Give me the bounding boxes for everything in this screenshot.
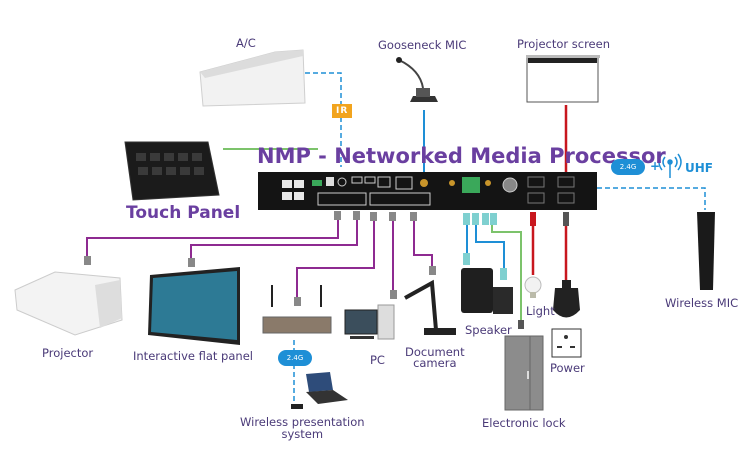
connector	[429, 266, 436, 275]
gooseneck-mic-device	[396, 57, 438, 102]
light-bulb-device	[524, 276, 542, 298]
projector-wire	[86, 215, 339, 258]
projector-screen-device	[526, 55, 600, 103]
connector	[370, 212, 377, 221]
doc-cam-line2: camera	[413, 356, 457, 370]
connector	[188, 258, 195, 267]
wps-label-line1: Wireless presentation	[240, 415, 365, 429]
ac-label: A/C	[236, 36, 256, 50]
connector	[463, 213, 470, 225]
wps-label-line2: system	[281, 427, 324, 441]
speaker-label: Speaker	[465, 323, 512, 337]
connector	[530, 212, 536, 226]
connector	[334, 211, 341, 220]
document-camera-device	[404, 279, 456, 335]
antenna-icon	[658, 153, 682, 178]
lock-wire	[491, 225, 522, 323]
speaker-device	[461, 268, 513, 314]
connector	[563, 212, 569, 226]
ac-unit	[199, 49, 306, 107]
electronic-lock-device	[504, 335, 544, 411]
connector	[472, 213, 479, 225]
wps-cloud-badge: 2.4G	[278, 350, 312, 366]
projector-screen-label: Projector screen	[517, 37, 610, 51]
connector	[500, 268, 507, 280]
pc-label: PC	[370, 353, 385, 367]
light-label: Light	[526, 304, 555, 318]
wps-receiver-device	[262, 285, 332, 334]
connectors	[84, 211, 569, 329]
document-camera-label: Document camera	[405, 345, 465, 370]
uhf-label: UHF	[685, 161, 713, 175]
connector	[353, 211, 360, 220]
projector-label: Projector	[42, 346, 94, 360]
wireless-mic-label: Wireless MIC	[665, 296, 739, 310]
wireless-box-wire	[296, 218, 375, 300]
connector	[389, 212, 396, 221]
connector	[410, 212, 417, 221]
laptop-device	[291, 372, 348, 409]
power-label: Power	[550, 361, 585, 375]
audio-connectors	[463, 213, 507, 280]
connector	[84, 256, 91, 265]
touch-panel-label: Touch Panel	[126, 203, 241, 223]
projector-device	[14, 271, 123, 336]
connector	[390, 290, 397, 299]
ir-wire	[305, 72, 342, 167]
connector	[294, 297, 301, 306]
gooseneck-label: Gooseneck MIC	[378, 38, 467, 52]
flat-panel-label: Interactive flat panel	[133, 349, 253, 363]
touch-panel-device	[124, 141, 220, 201]
connector	[463, 253, 470, 265]
pc-device	[344, 304, 395, 340]
connector	[490, 213, 497, 225]
doc-cam-wire	[413, 218, 433, 268]
connector	[482, 213, 489, 225]
connector	[518, 320, 524, 329]
electronic-lock-label: Electronic lock	[482, 416, 566, 430]
wps-label: Wireless presentation system	[240, 416, 365, 440]
wireless-mic-device	[697, 212, 715, 290]
cloud-24g-badge: 2.4G	[611, 159, 645, 175]
flat-panel-wire	[190, 215, 358, 260]
doc-cam-line1: Document	[405, 345, 465, 359]
ir-badge: IR	[332, 104, 353, 118]
diagram-title: NMP - Networked Media Processor	[257, 144, 666, 168]
speaker2-wire	[475, 225, 505, 270]
power-plug-device	[551, 280, 582, 358]
wireless-mic-wire	[597, 187, 706, 210]
flat-panel-device	[148, 267, 240, 345]
plus-sign: +	[650, 159, 661, 173]
nmp-device	[258, 172, 597, 210]
